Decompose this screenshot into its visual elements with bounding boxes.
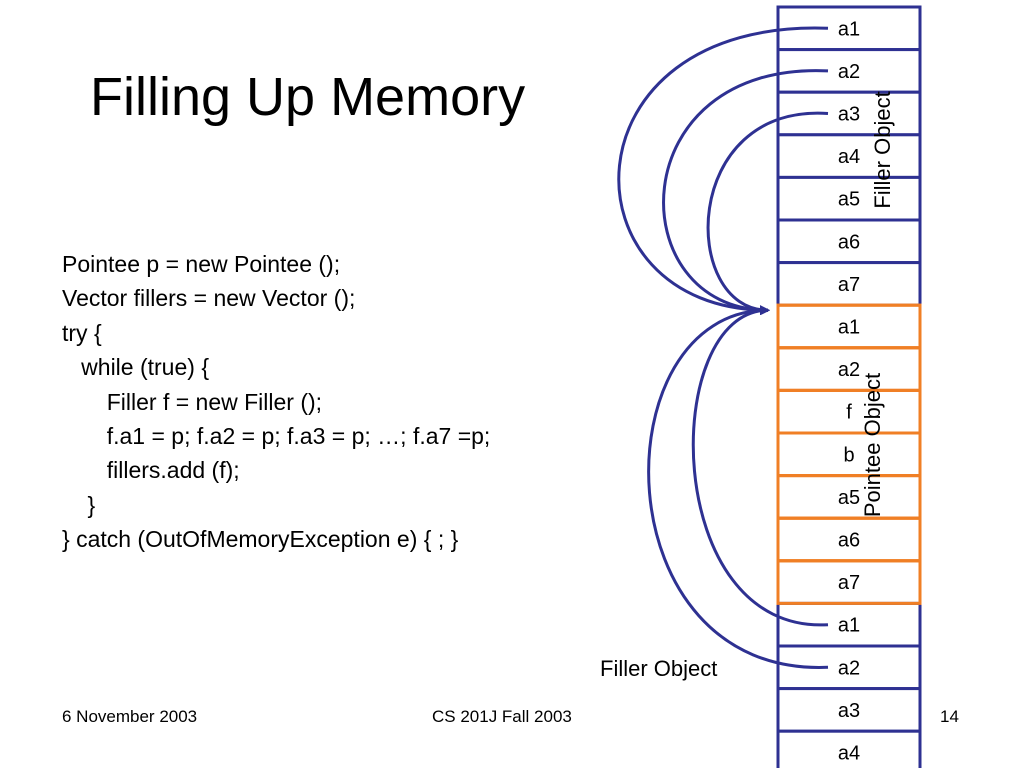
memory-cell-label: f: [846, 402, 852, 424]
footer-date: 6 November 2003: [62, 707, 198, 726]
memory-cell-label: a1: [838, 615, 860, 637]
memory-cell: [776, 687, 922, 733]
code-line: try {: [62, 319, 102, 346]
memory-cell: [776, 218, 922, 265]
filler-object-label: Filler Object: [870, 91, 895, 209]
slide-title: Filling Up Memory: [90, 67, 526, 127]
memory-cell-label: a3: [838, 104, 860, 126]
pointee-cell-border: [776, 559, 922, 605]
code-line: } catch (OutOfMemoryException e) { ; }: [62, 526, 459, 553]
memory-cell-label: a3: [838, 700, 860, 722]
memory-cell: [776, 346, 922, 392]
memory-cell-label: a5: [838, 487, 860, 509]
memory-cell-label: a1: [838, 18, 860, 40]
memory-cell-label: a2: [838, 61, 860, 83]
pointer-arrow: [617, 26, 829, 316]
footer-page-number: 14: [940, 707, 959, 726]
footer-course: CS 201J Fall 2003: [432, 707, 572, 726]
memory-cell-label: a6: [838, 231, 860, 253]
pointer-arrow: [647, 305, 829, 669]
code-line: while (true) {: [62, 354, 209, 381]
memory-cell-label: a4: [838, 743, 860, 765]
memory-cell-label: a2: [838, 657, 860, 679]
pointer-arrow: [691, 305, 829, 627]
memory-cell-label: a7: [838, 572, 860, 594]
pointee-object-label: Pointee Object: [860, 372, 885, 518]
memory-cell-label: b: [843, 444, 854, 466]
code-line: Filler f = new Filler ();: [62, 388, 323, 415]
code-line: fillers.add (f);: [62, 457, 240, 484]
pointer-arrow: [706, 111, 829, 316]
code-block: Pointee p = new Pointee (); Vector fille…: [62, 247, 490, 557]
code-line: Vector fillers = new Vector ();: [62, 285, 356, 312]
code-line: }: [62, 491, 96, 518]
memory-cell-label: a6: [838, 530, 860, 552]
memory-cell: [776, 729, 922, 768]
memory-cell-label: a2: [838, 359, 860, 381]
pointer-arrow: [662, 69, 829, 316]
filler-object-label-bottom: Filler Object: [600, 656, 718, 681]
memory-cell-label: a1: [838, 317, 860, 339]
memory-cell-label: a5: [838, 189, 860, 211]
code-line: f.a1 = p; f.a2 = p; f.a3 = p; …; f.a7 =p…: [62, 422, 491, 449]
memory-cell-label: a7: [838, 274, 860, 296]
code-line: Pointee p = new Pointee ();: [62, 251, 341, 277]
memory-cell-label: a4: [838, 146, 860, 168]
